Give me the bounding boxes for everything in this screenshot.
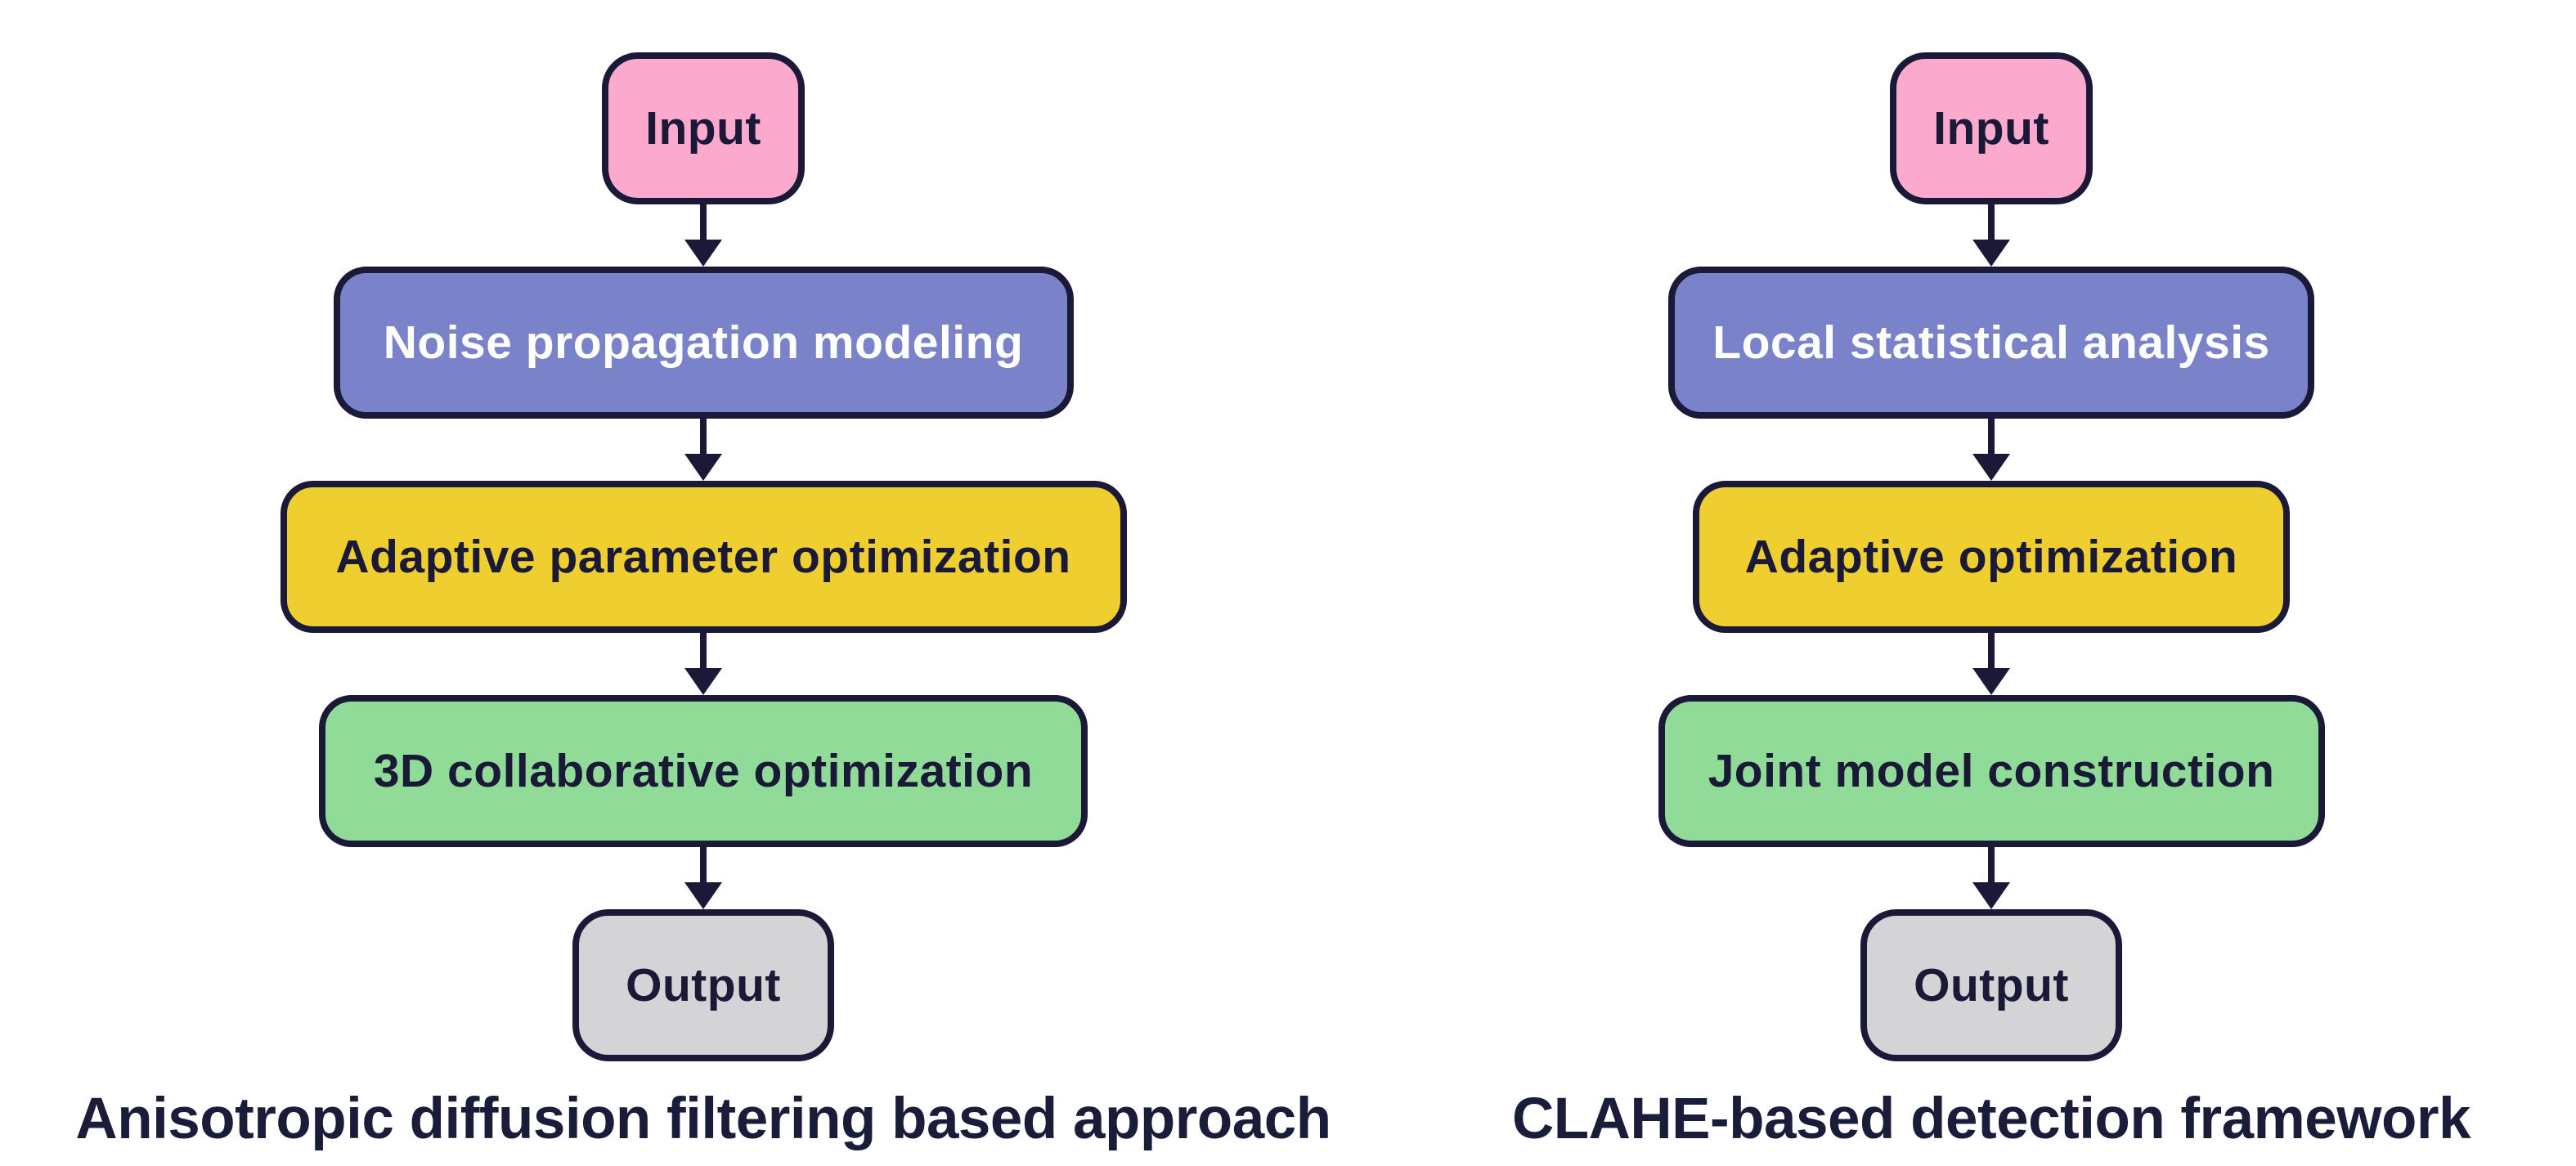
node-joint-model-construction: Joint model construction <box>1658 695 2325 847</box>
node-noise-propagation-modeling: Noise propagation modeling <box>333 267 1074 419</box>
arrow-down-icon <box>1972 847 2011 909</box>
arrow-down-icon <box>1972 419 2011 481</box>
arrow-head <box>1972 882 2010 909</box>
arrow-head <box>1972 454 2010 481</box>
node-input: Input <box>602 52 805 204</box>
arrow-down-icon <box>684 633 723 695</box>
node-output: Output <box>1860 909 2122 1061</box>
arrow-line <box>700 204 707 240</box>
arrow-line <box>700 419 707 454</box>
node-adaptive-parameter-optimization: Adaptive parameter optimization <box>280 481 1127 633</box>
node-3d-collaborative-optimization: 3D collaborative optimization <box>319 695 1088 847</box>
node-adaptive-optimization: Adaptive optimization <box>1693 481 2290 633</box>
arrow-head <box>1972 240 2010 267</box>
arrow-down-icon <box>684 419 723 481</box>
node-local-statistical-analysis: Local statistical analysis <box>1668 267 2314 419</box>
node-input: Input <box>1890 52 2093 204</box>
arrow-down-icon <box>684 204 723 267</box>
node-output: Output <box>572 909 834 1061</box>
arrow-down-icon <box>1972 204 2011 267</box>
arrow-head <box>684 882 722 909</box>
arrow-head <box>684 668 722 695</box>
arrow-head <box>1972 668 2010 695</box>
arrow-line <box>1988 633 1995 668</box>
arrow-down-icon <box>684 847 723 909</box>
arrow-line <box>700 847 707 882</box>
chart-caption-left: Anisotropic diffusion filtering based ap… <box>75 1087 1331 1151</box>
arrow-line <box>1988 204 1995 240</box>
arrow-head <box>684 240 722 267</box>
arrow-down-icon <box>1972 633 2011 695</box>
chart-caption-right: CLAHE-based detection framework <box>1511 1087 2471 1151</box>
arrow-line <box>700 633 707 668</box>
flowchart-clahe: Input Local statistical analysis Adaptiv… <box>1407 0 2576 1166</box>
arrow-head <box>684 454 722 481</box>
arrow-line <box>1988 847 1995 882</box>
arrow-line <box>1988 419 1995 454</box>
flowchart-anisotropic: Input Noise propagation modeling Adaptiv… <box>75 52 1331 1151</box>
